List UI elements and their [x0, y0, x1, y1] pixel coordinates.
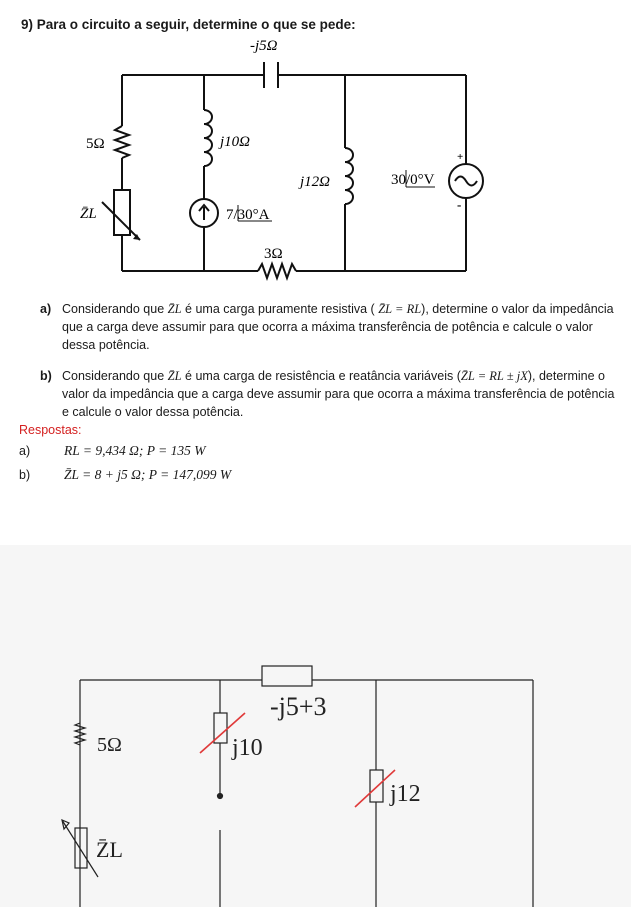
current-source-label: 7/30°A	[226, 207, 270, 223]
question-item-b: b) Considerando que Z̄L é uma carga de r…	[40, 367, 618, 421]
item-b-label: b)	[40, 369, 52, 383]
strike-inductor-10	[199, 712, 246, 754]
inductor-12-box	[369, 769, 384, 803]
voltage-source-label: 30/0°V	[391, 172, 435, 188]
sketch-inductor-10-label: j10	[231, 735, 263, 761]
answer-a-label: a)	[19, 444, 31, 458]
inductor-10-label: j10Ω	[218, 134, 250, 150]
resistor-5-label: 5Ω	[86, 136, 105, 152]
answer-row-b: b) Z̄L = 8 + j5 Ω; P = 147,099 W	[19, 467, 231, 483]
circuit-diagram: -j5Ω 5Ω Z̄L j10Ω 7/30°A j12Ω 30/0°V 3Ω +…	[80, 38, 484, 281]
item-b-text: Considerando que Z̄L é uma carga de resi…	[62, 369, 615, 419]
document-page: 9) Para o circuito a seguir, determine o…	[19, 17, 618, 483]
answer-b-value: Z̄L = 8 + j5 Ω; P = 147,099 W	[64, 467, 232, 482]
inductor-12-label: j12Ω	[298, 174, 330, 190]
item-a-text: Considerando que Z̄L é uma carga puramen…	[62, 302, 614, 352]
question-title: 9) Para o circuito a seguir, determine o…	[21, 17, 356, 32]
resistor-sketch	[72, 722, 88, 746]
resistor-3-zigzag	[257, 261, 297, 281]
answer-a-value: RL = 9,434 Ω; P = 135 W	[64, 443, 206, 458]
question-item-a: a) Considerando que Z̄L é uma carga pura…	[40, 300, 618, 354]
resistor-3-label: 3Ω	[264, 246, 283, 262]
inductor-12-coil	[344, 147, 354, 205]
item-a-label: a)	[40, 302, 52, 316]
handwritten-circuit-sketch: -j5+3 5Ω j10 j12 Z̄L	[61, 665, 534, 907]
answer-row-a: a) RL = 9,434 Ω; P = 135 W	[19, 443, 206, 459]
sketch-top-label: -j5+3	[270, 692, 327, 721]
arrow-up-icon	[198, 203, 210, 220]
resistor-5-zigzag	[112, 125, 132, 159]
handwritten-sketch-area: -j5+3 5Ω j10 j12 Z̄L	[0, 545, 631, 907]
sketch-load-label: Z̄L	[96, 837, 123, 862]
top-impedance-box	[261, 665, 313, 687]
ac-wave-icon	[454, 175, 478, 187]
sketch-resistor-label: 5Ω	[97, 734, 122, 756]
capacitor-label: -j5Ω	[250, 38, 278, 54]
load-arrow-icon	[133, 234, 140, 240]
load-label: Z̄L	[80, 206, 97, 222]
inductor-10-coil	[203, 109, 213, 167]
minus-sign: -	[457, 197, 461, 212]
sketch-inductor-12-label: j12	[389, 781, 421, 807]
strike-inductor-12	[354, 769, 396, 808]
answer-b-label: b)	[19, 468, 31, 482]
load-sketch-box	[74, 827, 88, 869]
answers-heading: Respostas:	[19, 423, 82, 437]
plus-sign: +	[457, 151, 463, 163]
